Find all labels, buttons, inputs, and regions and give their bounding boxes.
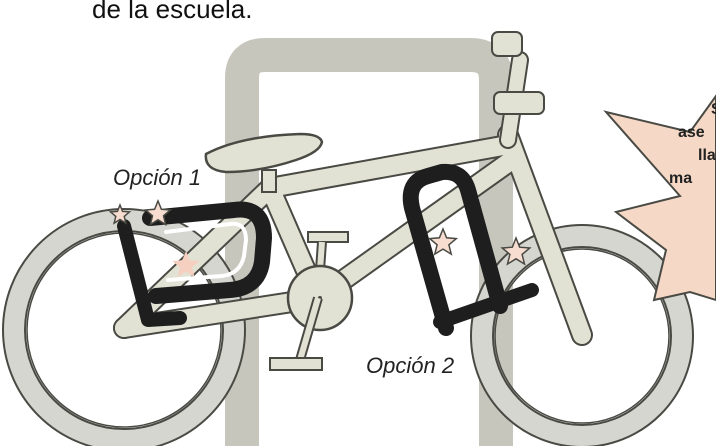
crankset [269, 231, 354, 371]
bike-rack [225, 38, 513, 446]
u-lock-icon [402, 163, 539, 336]
star-icon [108, 203, 132, 225]
option-1-label: Opción 1 [113, 165, 202, 190]
bike-seat [204, 132, 324, 193]
star-icons [108, 199, 532, 277]
option-2-label: Opción 2 [366, 353, 455, 378]
star-icon [143, 199, 173, 227]
caption-text: de la escuela. [92, 0, 253, 24]
callout-line: ma [669, 170, 693, 187]
handlebar [491, 31, 545, 149]
star-icon [500, 235, 532, 266]
callout-line: S [711, 98, 716, 121]
star-icon [427, 227, 459, 256]
star-icon [172, 251, 200, 277]
callout-line: lla [698, 147, 716, 164]
u-lock-icon [117, 201, 272, 327]
callout-star [603, 94, 716, 302]
callout-line: ase [678, 124, 705, 141]
front-wheel [470, 224, 694, 446]
